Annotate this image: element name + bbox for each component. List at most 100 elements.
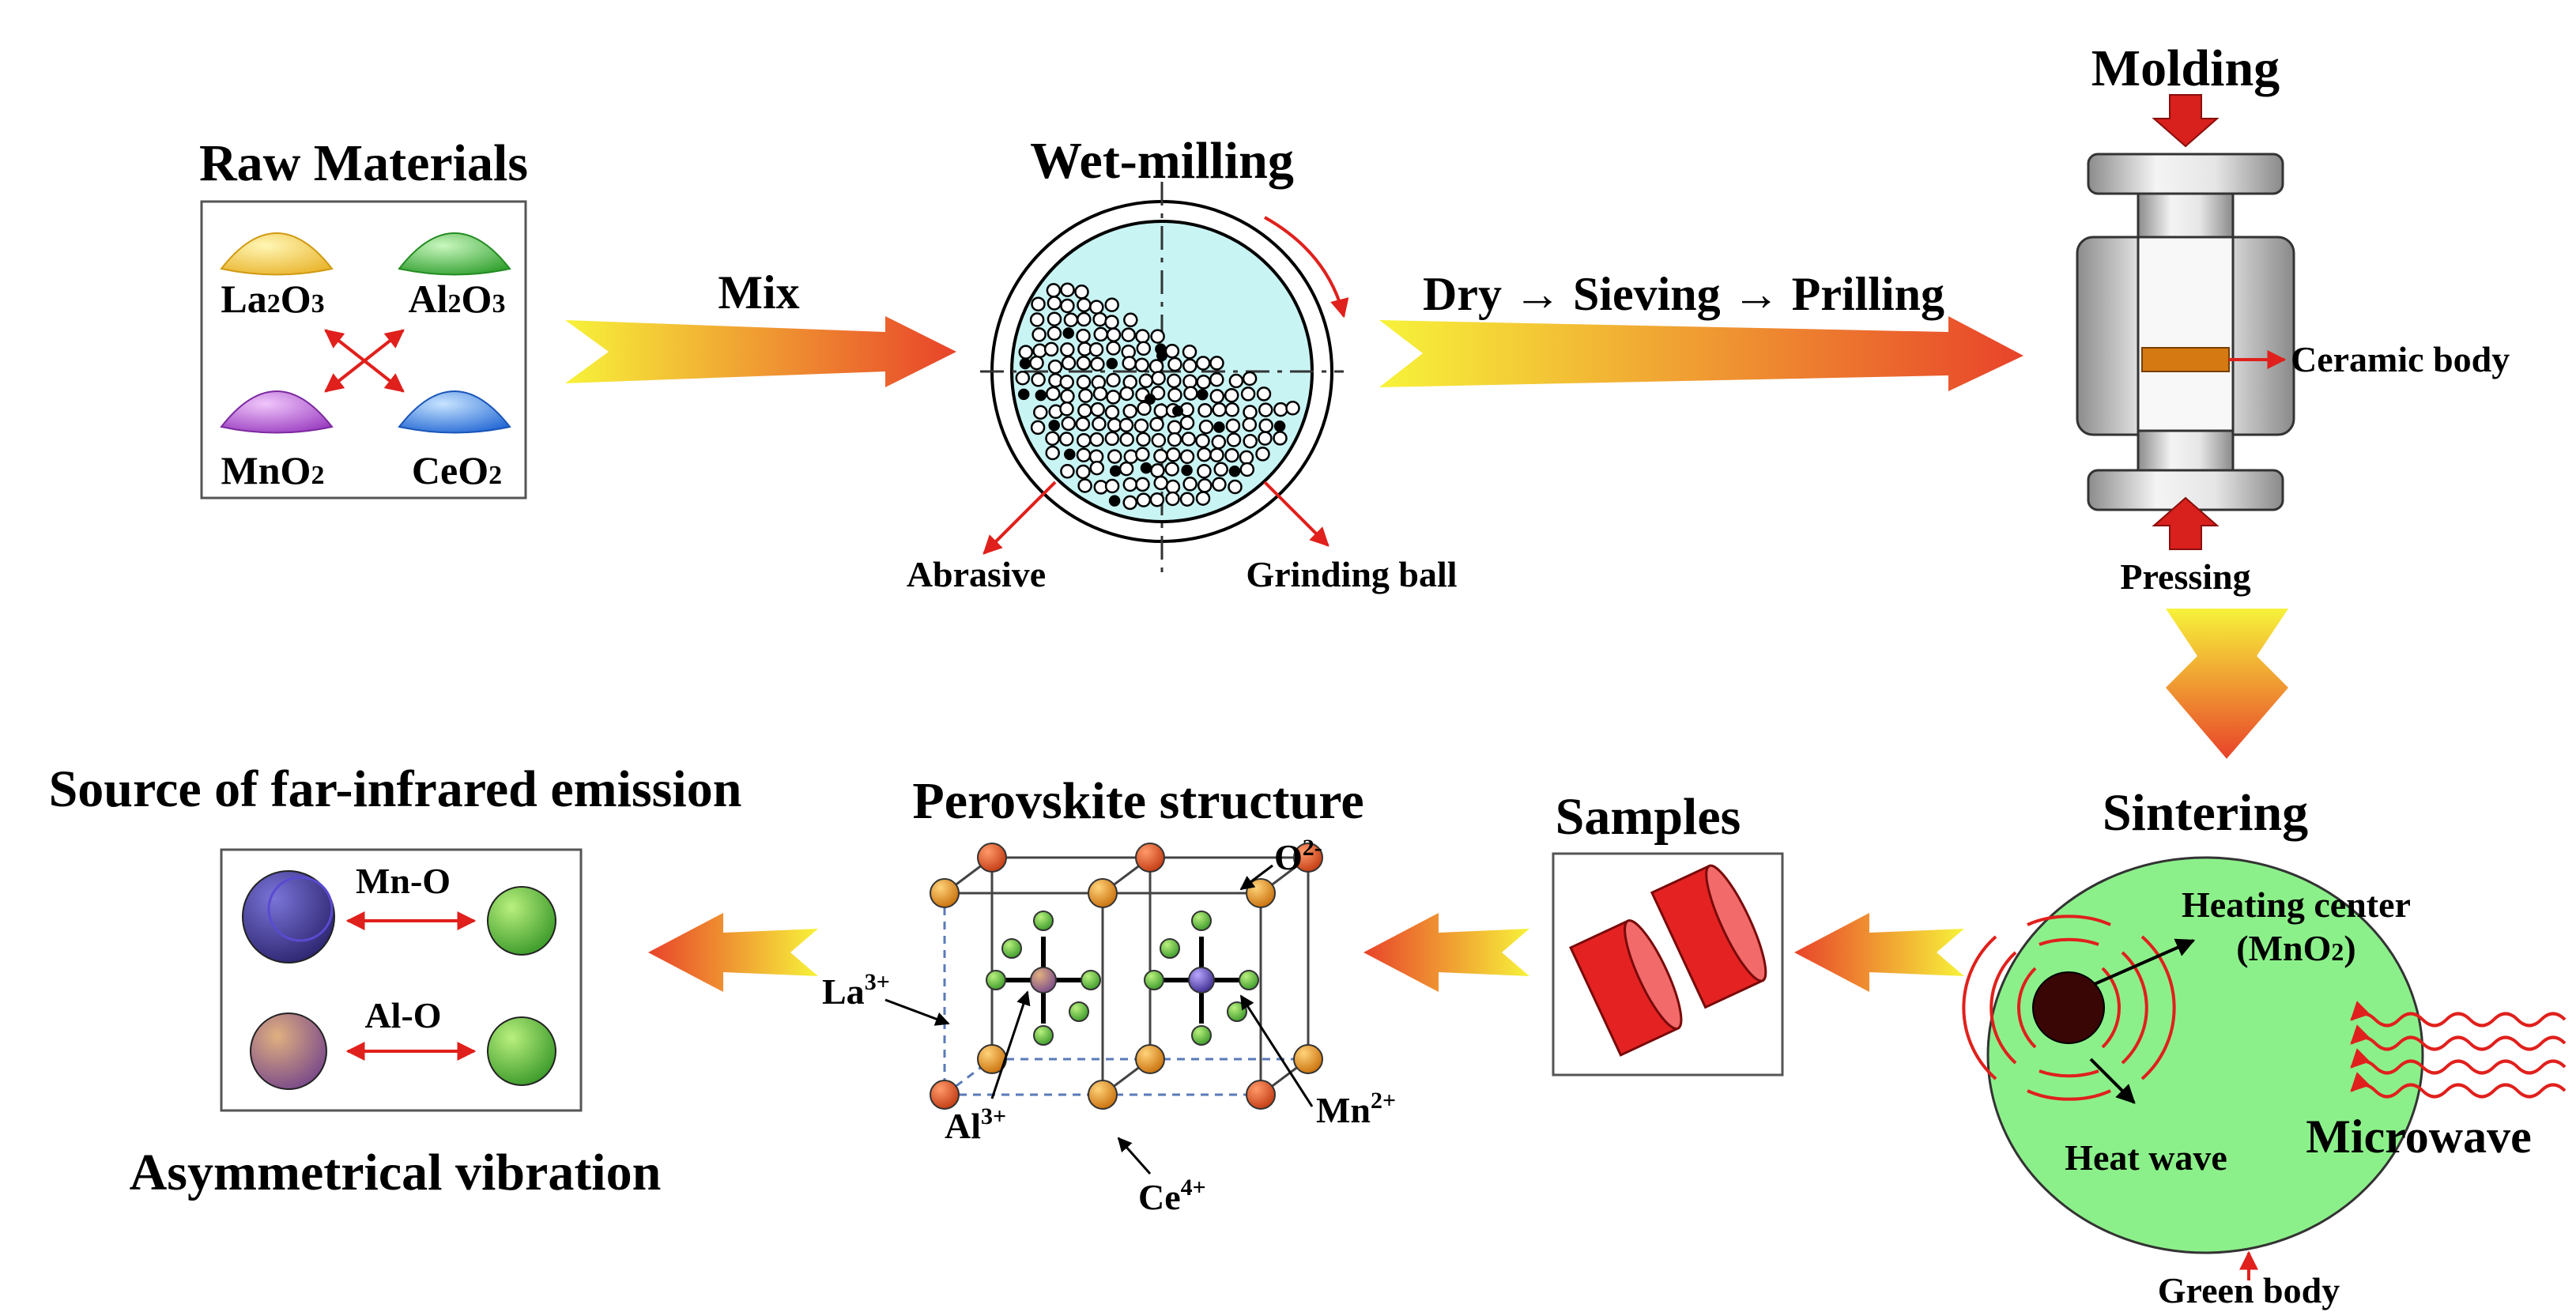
- grinding-ball: [1031, 372, 1046, 387]
- microwave-label: Microwave: [2306, 1110, 2531, 1163]
- grinding-ball: [1167, 420, 1182, 436]
- grinding-ball: [1150, 329, 1165, 344]
- grinding-ball: [1076, 328, 1091, 344]
- abrasive-particle: [1019, 357, 1032, 370]
- top-punch-stem: [2137, 192, 2235, 243]
- oxygen-atom: [1033, 1025, 1054, 1046]
- la-label: La3+: [822, 969, 890, 1012]
- emission-title: Source of far-infrared emission: [49, 760, 742, 818]
- grinding-ball: [1181, 432, 1197, 447]
- al-label: Al3+: [945, 1103, 1006, 1146]
- emission-caption: Asymmetrical vibration: [130, 1144, 662, 1201]
- mno2-label: MnO2: [221, 448, 325, 492]
- sample-disk-2: [1650, 864, 1767, 1009]
- perovskite-panel: Perovskite structure O2- La3+ Al3+ Mn2+ …: [822, 772, 1396, 1217]
- grinding-ball: [1015, 370, 1031, 386]
- abrasive-particle: [1213, 421, 1225, 433]
- flow-arrow-to-perovskite: [1363, 913, 1529, 992]
- grinding-ball: [1078, 388, 1093, 403]
- grinding-ball: [1273, 431, 1288, 446]
- grinding-ball: [1032, 327, 1047, 342]
- oxygen-atom: [1069, 1001, 1089, 1022]
- grinding-ball: [1167, 432, 1182, 447]
- grinding-ball: [1033, 405, 1048, 420]
- grinding-ball: [1183, 386, 1198, 401]
- mn-atom-ring: [267, 876, 334, 942]
- grinding-ball: [1104, 315, 1119, 330]
- ceo2-label: CeO2: [412, 448, 502, 492]
- grinding-ball: [1134, 357, 1149, 373]
- heating-center-formula: (MnO2): [2236, 928, 2355, 968]
- raw-materials-panel: Raw Materials La2O3 Al2O3 MnO2 CeO2: [199, 134, 528, 500]
- abrasive-particle: [1109, 465, 1122, 477]
- o-pointer: [1239, 864, 1273, 891]
- raw-materials-title: Raw Materials: [199, 134, 528, 192]
- grinding-ball: [1209, 389, 1225, 404]
- grinding-ball: [1060, 464, 1075, 479]
- grinding-ball: [1122, 495, 1137, 511]
- abrasive-particle: [1108, 495, 1121, 507]
- grinding-ball: [1123, 449, 1139, 465]
- grinding-ball: [1179, 415, 1195, 431]
- grinding-ball: [1195, 491, 1211, 506]
- grinding-ball: [1074, 285, 1089, 300]
- abrasive-particle: [1145, 394, 1156, 405]
- green-body-ellipse: [1986, 856, 2424, 1254]
- grinding-ball: [1031, 296, 1046, 311]
- mn-label: Mn2+: [1316, 1088, 1396, 1130]
- press-arrow-top: [2152, 94, 2220, 148]
- grinding-ball: [1151, 432, 1167, 448]
- grinding-ball: [1136, 341, 1152, 356]
- grinding-ball: [1018, 345, 1034, 360]
- abrasive-particle: [1156, 350, 1167, 361]
- grinding-ball: [1077, 311, 1092, 327]
- grinding-ball: [1164, 343, 1180, 359]
- grinding-ball: [1224, 402, 1240, 417]
- rotation-arrow: [1264, 216, 1349, 319]
- abrasive-particle: [1140, 462, 1152, 474]
- grinding-ball: [1043, 341, 1059, 357]
- mix-step: Mix: [565, 266, 956, 387]
- oxygen-atom: [1033, 911, 1054, 931]
- al2o3-label: Al2O3: [409, 277, 506, 321]
- grinding-ball: [1089, 432, 1104, 447]
- grinding-ball: [1123, 312, 1138, 328]
- corner-atom: [1088, 878, 1118, 908]
- grinding-ball: [1077, 478, 1092, 493]
- grinding-ball: [1212, 402, 1227, 417]
- grinding-ball: [1243, 433, 1258, 449]
- wet-milling-title: Wet-milling: [1030, 132, 1294, 190]
- grinding-ball: [1076, 447, 1092, 462]
- grinding-ball: [1224, 447, 1239, 463]
- oxygen-atom: [1239, 970, 1259, 990]
- grinding-ball: [1149, 492, 1165, 507]
- grinding-ball: [1104, 405, 1120, 420]
- grinding-ball: [1197, 402, 1213, 418]
- grinding-ball: [1047, 296, 1062, 311]
- grinding-ball: [1107, 417, 1122, 433]
- grinding-ball: [1061, 416, 1077, 432]
- center-atom: [1030, 967, 1057, 994]
- grinding-ball: [1089, 300, 1104, 315]
- grinding-ball: [1225, 418, 1241, 433]
- grinding-ball: [1060, 342, 1075, 357]
- grinding-ball: [1209, 447, 1224, 462]
- grinding-ball: [1106, 341, 1121, 356]
- grinding-ball: [1243, 405, 1258, 420]
- grinding-ball: [1076, 356, 1092, 371]
- oxygen-atom: [1191, 1025, 1212, 1046]
- microwave-waves: [2350, 1001, 2567, 1099]
- grinding-ball: [1136, 492, 1152, 507]
- grinding-ball: [1182, 374, 1197, 389]
- grinding-ball: [1135, 477, 1150, 492]
- grinding-ball: [1093, 326, 1108, 342]
- grinding-ball: [1182, 477, 1197, 492]
- molding-panel: Molding Ceramic body Pressing: [2076, 40, 2510, 597]
- center-atom: [1188, 967, 1215, 994]
- al2o3-powder-icon: [398, 232, 511, 276]
- heat-wave-label: Heat wave: [2065, 1137, 2227, 1178]
- grinding-ball: [1239, 450, 1254, 466]
- oxygen-atom: [1001, 938, 1022, 959]
- heat-wave-pointer: [2089, 1058, 2136, 1104]
- grinding-ball: [1224, 387, 1239, 403]
